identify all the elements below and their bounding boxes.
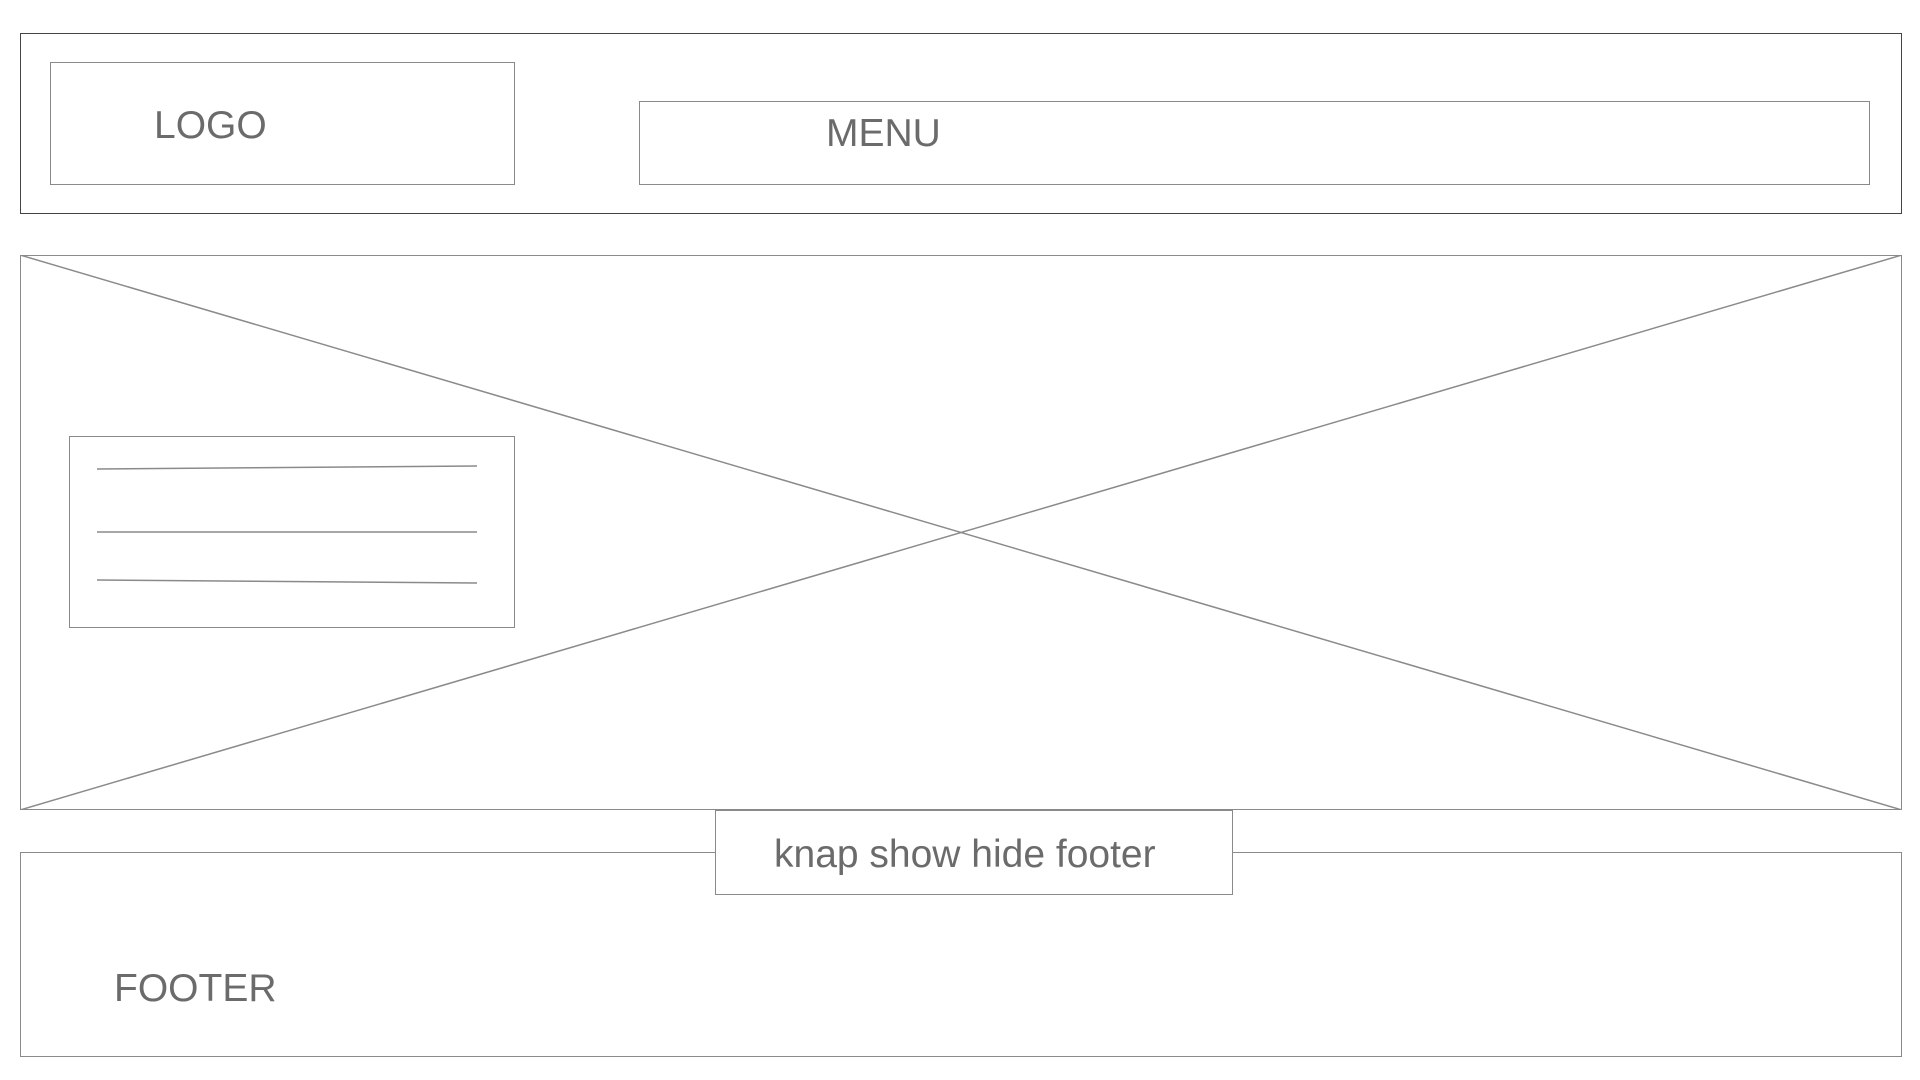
toggle-footer-label: knap show hide footer [774,833,1156,876]
hero-placeholder-cross [20,255,1902,810]
logo-label: LOGO [154,104,267,147]
menu-label: MENU [826,112,941,155]
hero-text-lines [96,465,478,584]
text-line-3 [96,579,478,584]
text-line-1 [96,465,478,470]
menu-bar[interactable] [639,101,1870,185]
hero-cross-line-2 [20,255,1902,810]
toggle-footer-button[interactable] [715,810,1233,895]
hero-image-placeholder [20,255,1902,810]
logo-placeholder[interactable] [50,62,515,185]
footer-label: FOOTER [114,967,277,1010]
